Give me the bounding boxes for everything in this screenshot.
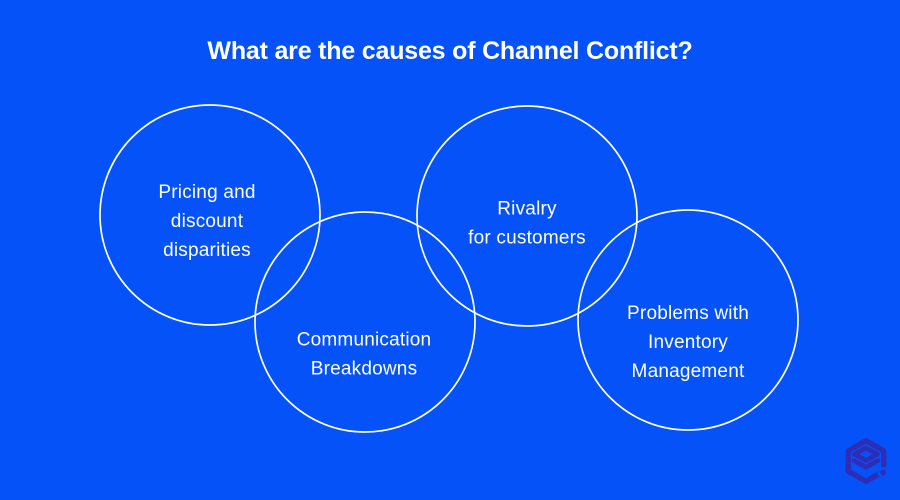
logo-dot xyxy=(877,466,889,478)
bubble-inventory-management: Problems with Inventory Management xyxy=(627,270,749,386)
bubble-label-pricing-disparities: Pricing and discount disparities xyxy=(158,182,256,261)
hexagon-stack-logo-icon xyxy=(845,438,889,484)
bubble-label-inventory-management: Problems with Inventory Management xyxy=(627,303,749,382)
circle-outline-inventory-management xyxy=(577,209,799,431)
circle-outline-rivalry-for-customers xyxy=(416,105,638,327)
bubble-label-rivalry-for-customers: Rivalry for customers xyxy=(468,198,586,249)
logo-hexagon-outline xyxy=(845,438,887,484)
logo-top-diamond xyxy=(852,445,880,463)
logo-layer-chevron xyxy=(851,458,881,470)
page-title: What are the causes of Channel Conflict? xyxy=(207,37,693,65)
circle-outline-communication-breakdowns xyxy=(254,211,476,433)
bubble-communication-breakdowns: Communication Breakdowns xyxy=(297,297,432,384)
circle-outline-pricing-disparities xyxy=(99,104,321,326)
bubble-label-communication-breakdowns: Communication Breakdowns xyxy=(296,329,432,380)
bubble-rivalry-for-customers: Rivalry for customers xyxy=(468,166,586,253)
bubble-pricing-disparities: Pricing and discount disparities xyxy=(158,149,255,265)
